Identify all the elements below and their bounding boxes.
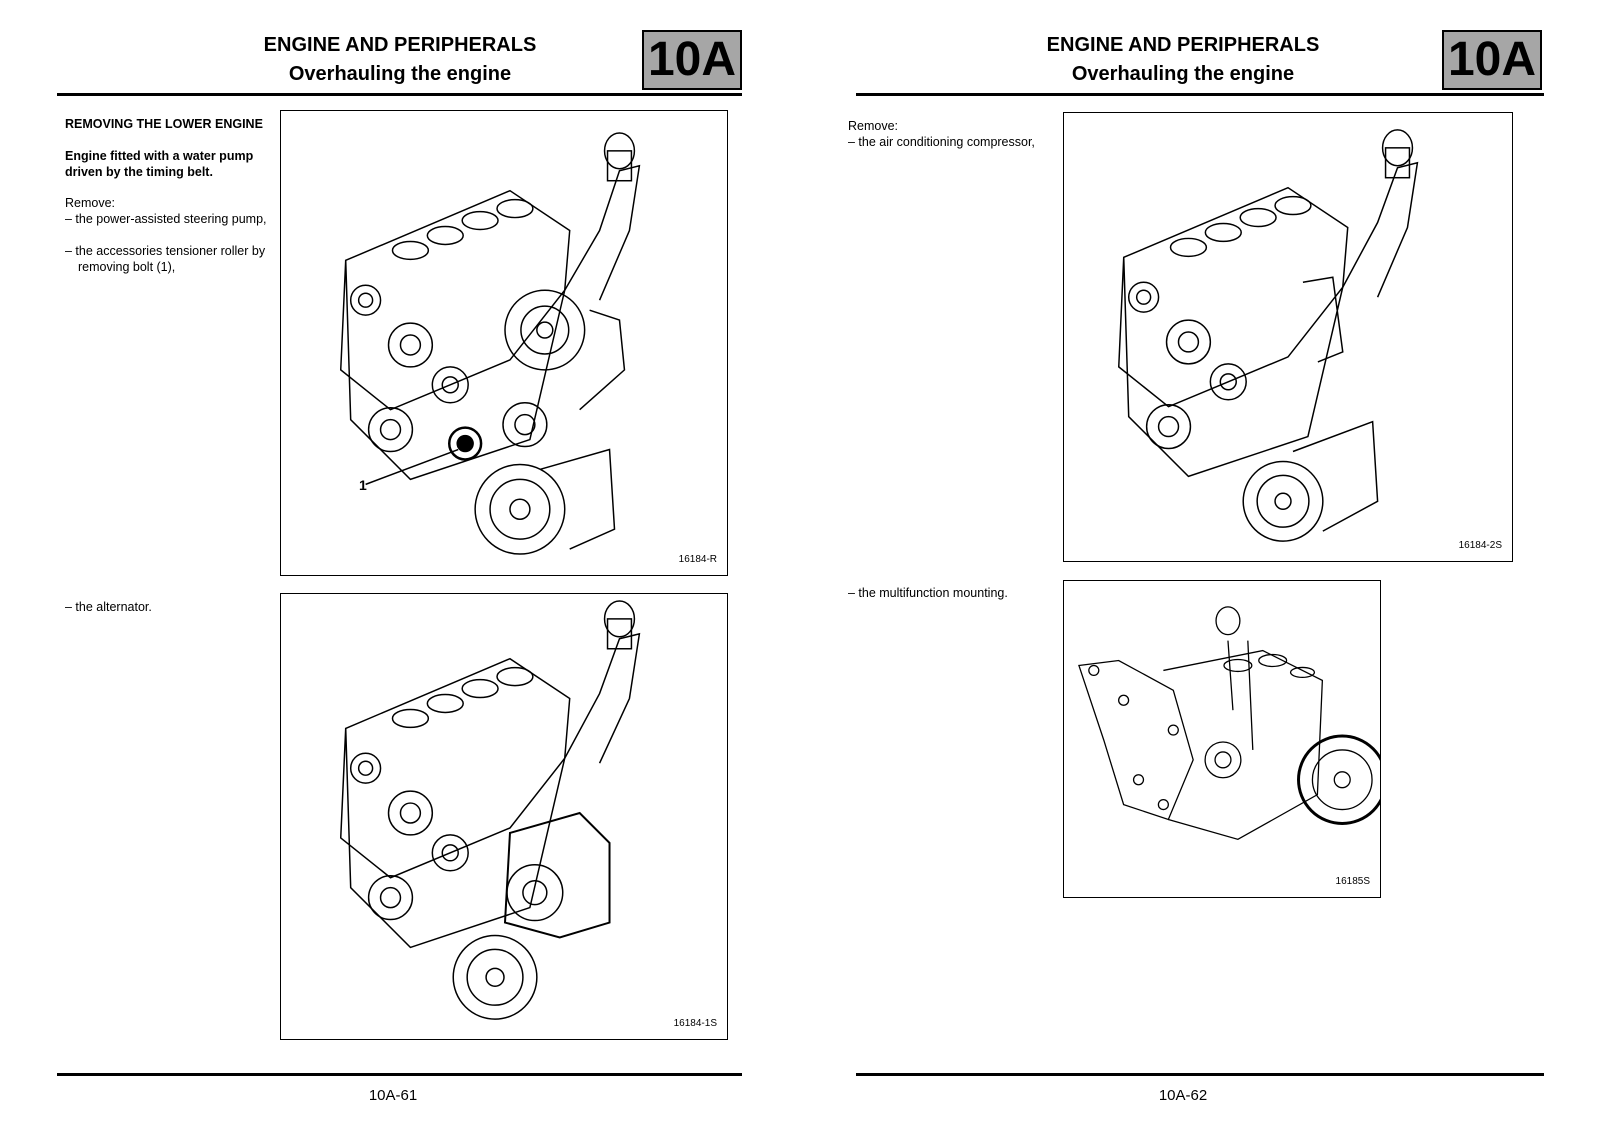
remove-label: Remove: — [65, 196, 116, 210]
subheading-line2: driven by the timing belt. — [65, 165, 213, 179]
page-title: ENGINE AND PERIPHERALS — [1046, 34, 1320, 56]
page-subtitle: Overhauling the engine — [1071, 63, 1295, 85]
right-page: ENGINE AND PERIPHERALS Overhauling the e… — [800, 0, 1600, 1131]
figure-ref: 16184-1S — [673, 1018, 717, 1029]
engine-illustration — [339, 132, 641, 555]
figure-ref: 16184-2S — [1458, 540, 1502, 551]
subheading-line1: Engine fitted with a water pump — [65, 149, 254, 163]
footer-rule — [57, 1073, 742, 1076]
left-page: ENGINE AND PERIPHERALS Overhauling the e… — [57, 30, 742, 1104]
step-steering-pump: – the power-assisted steering pump, — [65, 212, 267, 226]
step-multifunction-mounting: – the multifunction mounting. — [848, 586, 1008, 600]
header-rule — [856, 93, 1544, 96]
figure-multifunction-mounting: 16185S — [1063, 580, 1381, 898]
remove-label: Remove: — [848, 119, 899, 133]
step-alternator: – the alternator. — [65, 600, 152, 614]
callout-number: 1 — [359, 477, 367, 493]
callout-leader — [365, 448, 459, 486]
figure-engine-ac-compressor: 16184-2S — [1063, 112, 1513, 562]
section-badge: 10A — [1442, 30, 1542, 90]
figure-engine-tensioner: 1 16184-R — [280, 110, 728, 576]
page-number: 10A-61 — [368, 1087, 418, 1104]
step-ac-compressor: – the air conditioning compressor, — [848, 135, 1035, 149]
page-title: ENGINE AND PERIPHERALS — [263, 34, 537, 56]
header-rule — [57, 93, 742, 96]
section-heading: REMOVING THE LOWER ENGINE — [65, 117, 263, 131]
figure-ref: 16184-R — [678, 554, 717, 565]
figure-ref: 16185S — [1335, 876, 1370, 887]
page-subtitle: Overhauling the engine — [288, 63, 512, 85]
footer-rule — [856, 1073, 1544, 1076]
engine-illustration — [1078, 606, 1380, 841]
figure-engine-alternator: 16184-1S — [280, 593, 728, 1040]
page-number: 10A-62 — [1158, 1087, 1208, 1104]
section-badge: 10A — [642, 30, 742, 90]
engine-illustration — [1117, 129, 1419, 542]
engine-illustration — [339, 600, 641, 1020]
step-tensioner-roller: – the accessories tensioner roller by re… — [65, 244, 266, 274]
